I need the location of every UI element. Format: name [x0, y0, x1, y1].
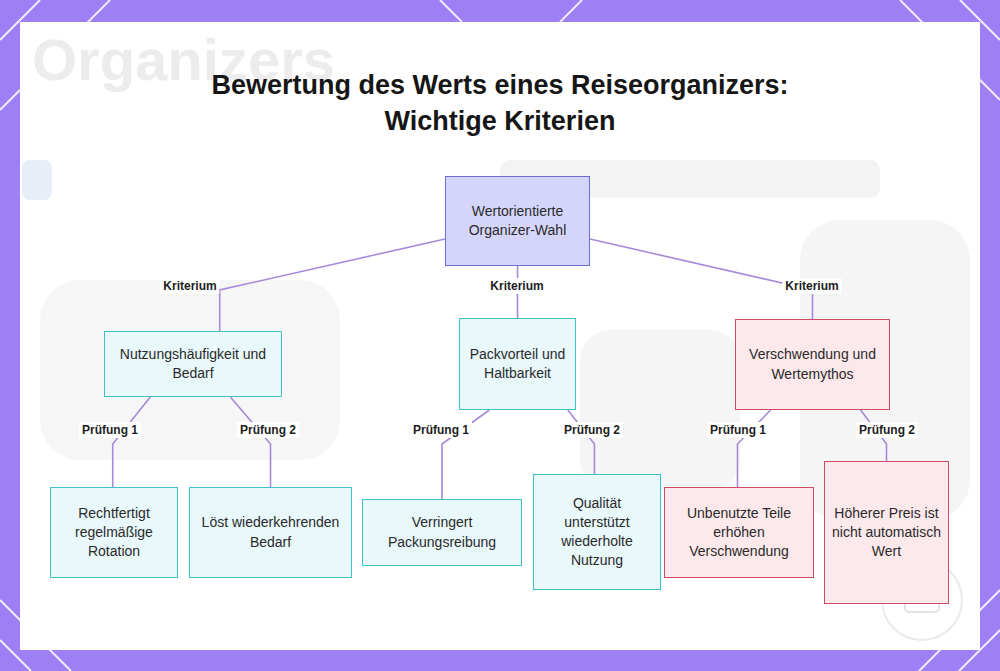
- root-box: Wertorientierte Organizer-Wahl: [445, 176, 590, 266]
- warning-box: Unbenutzte Teile erhöhen Verschwendung: [664, 487, 814, 578]
- node-text: Löst wiederkehrenden Bedarf: [196, 513, 345, 551]
- node-text: Wertorientierte Organizer-Wahl: [452, 202, 583, 240]
- connector: [113, 397, 151, 487]
- edge-label: Prüfung 1: [707, 422, 769, 438]
- panel: [20, 22, 980, 650]
- node-text: Verringert Packungsreibung: [369, 513, 515, 551]
- diagram-title: Bewertung des Werts eines Reiseorganizer…: [200, 68, 800, 139]
- node-text: Packvorteil und Haltbarkeit: [466, 345, 569, 383]
- edge-label: Kriterium: [782, 278, 841, 294]
- edge-label: Prüfung 1: [79, 422, 141, 438]
- criterion-box: Nutzungshäufigkeit und Bedarf: [104, 331, 282, 397]
- edge-label: Prüfung 1: [410, 422, 472, 438]
- edge-label: Prüfung 2: [237, 422, 299, 438]
- node-text: Höherer Preis ist nicht automatisch Wert: [831, 504, 942, 561]
- node-text: Rechtfertigt regelmäßige Rotation: [57, 504, 171, 561]
- criterion-box: Verringert Packungsreibung: [362, 499, 522, 566]
- edge-label: Kriterium: [160, 278, 219, 294]
- criterion-box: Packvorteil und Haltbarkeit: [459, 318, 576, 410]
- edge-label: Kriterium: [487, 278, 546, 294]
- criterion-box: Rechtfertigt regelmäßige Rotation: [50, 487, 178, 578]
- criterion-box: Qualität unterstützt wiederholte Nutzung: [533, 474, 661, 590]
- connector: [230, 397, 270, 487]
- node-text: Unbenutzte Teile erhöhen Verschwendung: [671, 504, 807, 561]
- warning-box: Verschwendung und Wertemythos: [735, 319, 890, 410]
- node-text: Qualität unterstützt wiederholte Nutzung: [540, 494, 654, 570]
- node-text: Verschwendung und Wertemythos: [742, 345, 883, 383]
- connector: [568, 410, 595, 474]
- connector: [220, 239, 445, 331]
- warning-box: Höherer Preis ist nicht automatisch Wert: [824, 461, 949, 604]
- edge-label: Prüfung 2: [561, 422, 623, 438]
- node-text: Nutzungshäufigkeit und Bedarf: [111, 345, 275, 383]
- connector: [590, 239, 813, 319]
- edge-label: Prüfung 2: [856, 422, 918, 438]
- criterion-box: Löst wiederkehrenden Bedarf: [189, 487, 352, 578]
